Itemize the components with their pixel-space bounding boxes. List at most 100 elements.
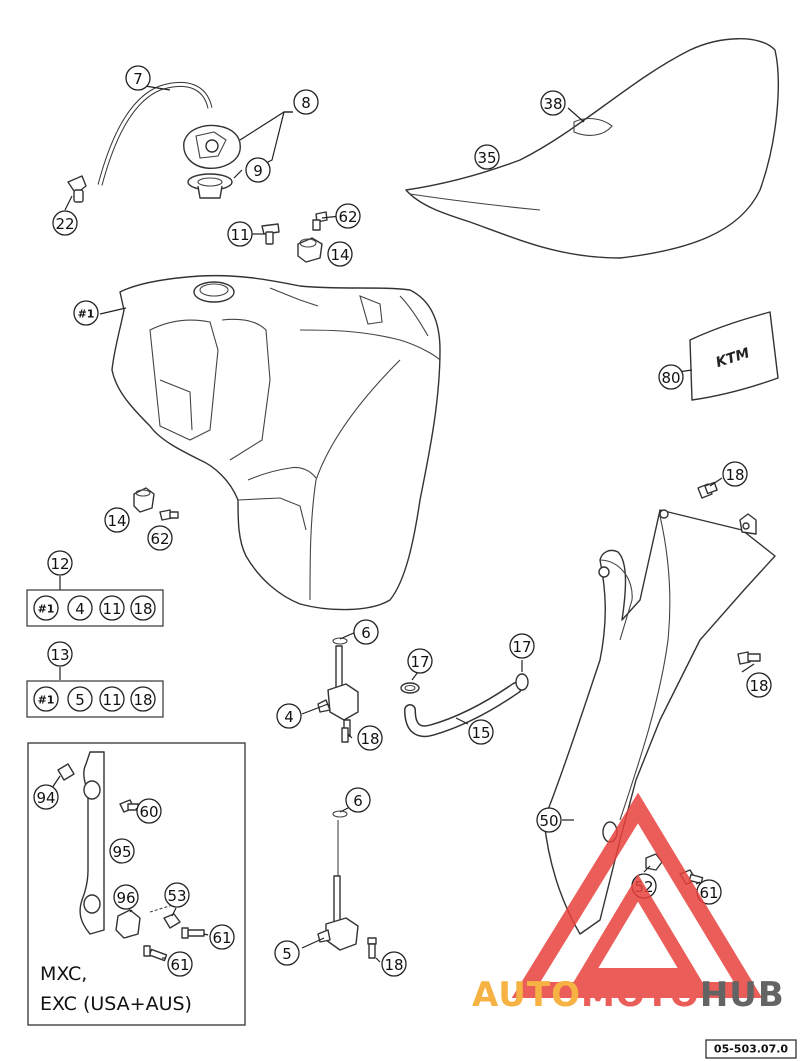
kit-item-label: 5: [75, 691, 85, 709]
callout-label: 22: [55, 215, 74, 233]
watermark-text: AUTOMOTOHUB: [472, 975, 785, 1015]
callout-label: 6: [353, 792, 363, 810]
callout-circle: [164, 882, 190, 908]
callout-label: 80: [661, 369, 680, 387]
callout-circle: [381, 951, 407, 977]
screw-60: [119, 799, 139, 813]
kit13-item: 18: [130, 686, 156, 712]
seat: [405, 38, 779, 259]
variant-inset-box: [27, 742, 246, 1026]
spacer-14-mid: [133, 487, 155, 513]
kit13-item: #1: [33, 686, 59, 712]
callout-c96: 96: [113, 884, 139, 910]
callout-circle: [125, 65, 151, 91]
callout-c11a: 11: [227, 221, 253, 247]
rubber-94: [57, 763, 75, 781]
fuel-tap-4: [317, 637, 359, 737]
callout-c14a: 14: [327, 241, 353, 267]
fuel-hose-15: [404, 682, 522, 738]
callout-c7: 7: [125, 65, 151, 91]
screw-11: [261, 223, 280, 245]
callout-label: 15: [471, 724, 490, 742]
callout-c18c: 18: [357, 725, 383, 751]
kit-item-circle: [33, 686, 59, 712]
callout-label: 18: [749, 677, 768, 695]
callout-circle: [209, 924, 235, 950]
callout-c18d: 18: [381, 951, 407, 977]
callout-c12: 12: [47, 550, 73, 576]
callout-c18a: 18: [722, 461, 748, 487]
automotohub-watermark: AUTOMOTOHUB: [472, 792, 785, 1015]
watermark-triangle-outer: [511, 792, 763, 998]
callout-c15: 15: [468, 719, 494, 745]
callout-label: 53: [167, 887, 186, 905]
side-panel: [543, 509, 776, 935]
callout-label: 60: [139, 803, 158, 821]
callout-circle: [746, 672, 772, 698]
damper-96: [115, 909, 141, 939]
watermark-hub: HUB: [700, 975, 785, 1015]
callout-circle: [474, 144, 500, 170]
hose-clamp-17b: [515, 673, 529, 691]
kit-item-label: 4: [75, 600, 85, 618]
callout-circle: [345, 787, 371, 813]
callout-label: 6: [361, 624, 371, 642]
screw-18-tap5: [367, 937, 377, 959]
callout-circle: [293, 89, 319, 115]
callout-label: #1: [78, 308, 95, 321]
fuel-cap: [183, 124, 241, 169]
callout-label: 4: [284, 708, 294, 726]
screw-18-tap4: [341, 727, 349, 743]
callout-label: 9: [253, 162, 263, 180]
kit-item-label: #1: [38, 603, 55, 616]
callout-c50: 50: [536, 807, 562, 833]
callout-circle: [109, 838, 135, 864]
reference-code: 05-503.07.0: [714, 1043, 788, 1056]
callout-label: 11: [230, 226, 249, 244]
callout-circle: [104, 507, 130, 533]
callout-c14b: 14: [104, 507, 130, 533]
kit-item-circle: [67, 595, 93, 621]
callout-c6a: 6: [353, 619, 379, 645]
breather-hose-inner: [98, 83, 212, 186]
callout-circle: [73, 300, 99, 326]
reference-code-box: [705, 1039, 797, 1059]
fuel-tank: [111, 274, 441, 611]
callout-label: 18: [384, 956, 403, 974]
fuel-tap-5: [317, 810, 359, 951]
callout-circle: [274, 940, 300, 966]
callout-label: 7: [133, 70, 143, 88]
watermark-auto: AUTO: [472, 975, 581, 1015]
callout-c53: 53: [164, 882, 190, 908]
spacer-14-top: [297, 237, 323, 263]
kit-item-circle: [67, 686, 93, 712]
callout-c22: 22: [52, 210, 78, 236]
kit-item-circle: [33, 595, 59, 621]
callout-circle: [722, 461, 748, 487]
callout-circle: [52, 210, 78, 236]
callout-c17b: 17: [509, 633, 535, 659]
screw-62-top: [312, 211, 328, 231]
callout-label: 12: [50, 555, 69, 573]
kit-item-label: 11: [102, 691, 121, 709]
ktm-decal: KTM: [689, 311, 779, 401]
callout-c6b: 6: [345, 787, 371, 813]
callout-c61c: 61: [696, 879, 722, 905]
screw-18-top-right: [697, 481, 718, 499]
callout-circle: [335, 203, 361, 229]
kit12-item: #1: [33, 595, 59, 621]
callout-circle: [47, 641, 73, 667]
screw-62-mid: [159, 509, 179, 521]
callout-circle: [245, 157, 271, 183]
hose-fitting-22: [67, 175, 87, 203]
callout-c35: 35: [474, 144, 500, 170]
callout-label: 35: [477, 149, 496, 167]
callout-c1: #1: [73, 300, 99, 326]
callout-label: 61: [212, 929, 231, 947]
callout-circle: [136, 798, 162, 824]
inset-caption-line1: MXC,: [40, 963, 87, 985]
callout-circle: [509, 633, 535, 659]
kit-item-label: 18: [133, 600, 152, 618]
kit-item-label: 18: [133, 691, 152, 709]
kit-item-circle: [130, 595, 156, 621]
